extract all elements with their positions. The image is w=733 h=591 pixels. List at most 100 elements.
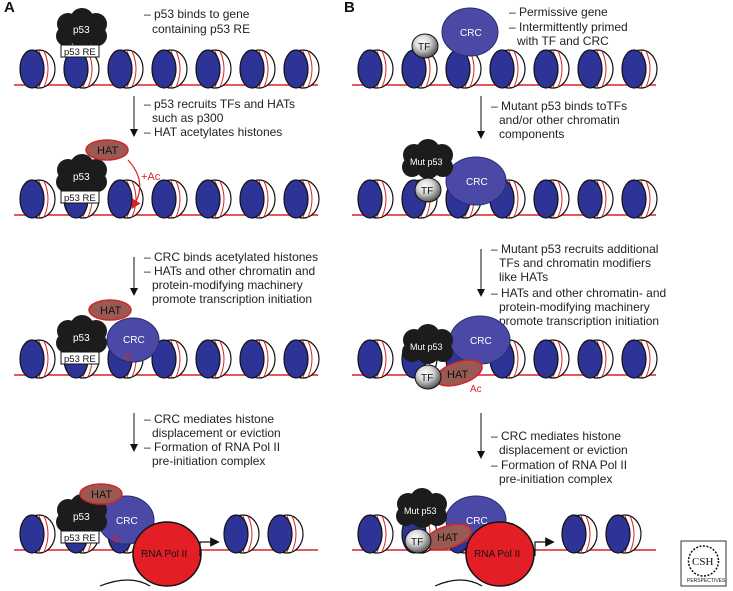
acetylation-arrow [127,159,141,210]
crc-complex: CRC [106,317,160,363]
rna-strand [99,579,151,587]
mut-p53-cloud [396,488,447,528]
step-a2-text: – p53 recruits TFs and HATs such as p300… [144,97,295,139]
rna-pol-ellipse [132,521,202,587]
step-text: components [499,127,564,141]
mut-p53-cloud [402,324,453,364]
step-text: – p53 recruits TFs and HATs [144,97,295,111]
step-b4-text: – CRC mediates histone displacement or e… [491,429,628,486]
p53-re-box [60,530,100,544]
p53-re-box [60,351,100,365]
step-b2-text: – Mutant p53 binds toTFs and/or other ch… [491,99,627,141]
mut-p53-label: Mut p53 [410,342,443,352]
nucleosome [489,49,526,89]
nucleosome [605,514,642,554]
rna-pol-label: RNA Pol II [474,549,520,560]
step-text: – p53 binds to gene [144,7,250,21]
panel-a: p53 p53 RE – p53 binds to gene containin… [14,7,320,587]
step-text: protein-modifying machinery [499,300,650,314]
chromatin-row [14,179,320,219]
p53-cloud [56,154,107,194]
nucleosome [283,49,320,89]
acetyl-mark [124,353,132,361]
mut-p53-label: Mut p53 [410,157,443,167]
nucleosome [283,339,320,379]
p53-label: p53 [73,333,90,344]
hat-label: HAT [97,145,118,157]
step-text: pre-initiation complex [152,454,265,468]
p53-label: p53 [73,25,90,36]
nucleosome [577,49,614,89]
nucleosome [533,49,570,89]
csh-perspectives-logo: CSH PERSPECTIVES [680,540,727,587]
rna-pol-ellipse [465,521,535,587]
step-text: like HATs [499,270,548,284]
step-text: protein-modifying machinery [152,278,303,292]
p53-re-box [60,44,100,58]
nucleosome [195,179,232,219]
crc-label: CRC [116,516,138,527]
nucleosome [357,514,394,554]
crc-label: CRC [460,28,482,39]
step-text: – HAT acetylates histones [144,125,282,139]
crc-complex: CRC [441,7,499,57]
p53-re-label: p53 RE [64,47,96,58]
crc-label: CRC [466,177,488,188]
panel-b: CRC TF – Permissive gene – Intermittentl… [352,5,666,587]
hat-ellipse [88,299,132,321]
step-text: displacement or eviction [152,426,281,440]
mut-p53-complex: Mut p53 [396,488,447,528]
mut-p53-label: Mut p53 [404,506,437,516]
nucleosome [621,179,658,219]
step-text: – Formation of RNA Pol II [144,440,280,454]
logo-ring [687,545,720,577]
acetyl-label: Ac [470,384,482,395]
hat-label: HAT [91,489,112,501]
hat-label: HAT [100,305,121,317]
nucleosome [151,49,188,89]
tf-ellipse [411,33,439,59]
step-text: – Intermittently primed [509,20,628,34]
nucleosome [239,179,276,219]
nucleosome [195,49,232,89]
step-text: – CRC mediates histone [491,429,621,443]
tf-complex: TF [404,528,432,554]
nucleosome [357,339,394,379]
mut-p53-cloud [402,139,453,179]
hat-ellipse [85,139,129,161]
step-text: – Mutant p53 binds toTFs [491,99,627,113]
nucleosome [107,49,144,89]
tf-label: TF [411,537,423,548]
nucleosome [401,49,438,89]
crc-ellipse [445,156,507,206]
step-text: such as p300 [152,111,224,125]
crc-ellipse [441,7,499,57]
chromatin-row [14,49,320,89]
step-a3-text: – CRC binds acetylated histones – HATs a… [144,250,318,306]
step-text: – CRC mediates histone [144,412,274,426]
nucleosome [19,514,56,554]
step-a4-text: – CRC mediates histone displacement or e… [144,412,281,468]
step-text: promote transcription initiation [499,314,659,328]
nucleosome [283,179,320,219]
chromatin-row [352,49,658,89]
crc-complex: CRC [445,156,507,206]
logo-frame [680,540,727,587]
nucleosome [621,49,658,89]
rna-strand [434,579,483,587]
nucleosome [151,179,188,219]
nucleosome [561,514,598,554]
crc-ellipse [106,317,160,363]
tf-label: TF [418,42,430,53]
nucleosome [533,179,570,219]
rna-pol-complex: RNA Pol II [99,521,220,587]
p53-re-label: p53 RE [64,354,96,365]
panel-a-label: A [4,0,15,16]
step-text: promote transcription initiation [152,292,312,306]
p53-complex: p53 p53 RE [56,8,107,58]
step-text: with TF and CRC [516,34,609,48]
nucleosome [577,179,614,219]
step-b1-text: – Permissive gene – Intermittently prime… [509,5,628,48]
p53-cloud [56,8,107,48]
